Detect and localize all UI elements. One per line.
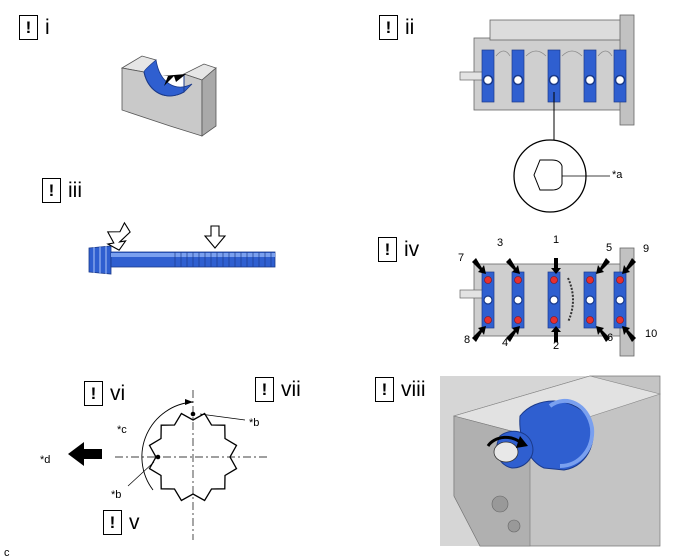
cylinder-block-perspective-view bbox=[440, 375, 662, 547]
order-label-2: 2 bbox=[553, 340, 560, 352]
step-viii-label: viii bbox=[401, 378, 426, 401]
order-label-8: 8 bbox=[464, 334, 471, 346]
bolt-head-angle-diagram bbox=[68, 390, 268, 540]
order-label-4: 4 bbox=[502, 337, 509, 349]
step-viii: ! viii bbox=[375, 377, 426, 402]
direction-arrow-icon bbox=[68, 442, 102, 466]
caution-icon: ! bbox=[84, 381, 103, 406]
step-v: ! v bbox=[103, 510, 140, 535]
step-ii: ! ii bbox=[379, 15, 414, 40]
caution-icon: ! bbox=[42, 178, 61, 203]
figure-code: c bbox=[4, 547, 10, 559]
step-vi: ! vi bbox=[84, 381, 125, 406]
step-iii: ! iii bbox=[42, 178, 82, 203]
step-i-label: i bbox=[45, 16, 50, 39]
bearing-cap-illustration bbox=[120, 55, 217, 137]
step-iii-label: iii bbox=[68, 179, 82, 202]
order-label-5: 5 bbox=[606, 242, 613, 254]
order-label-3: 3 bbox=[497, 237, 504, 249]
caution-icon: ! bbox=[379, 15, 398, 40]
caution-icon: ! bbox=[19, 15, 38, 40]
callout-d: *d bbox=[40, 454, 51, 466]
step-vi-label: vi bbox=[110, 382, 126, 405]
bolt-tightening-order-view bbox=[459, 247, 636, 357]
step-ii-label: ii bbox=[405, 16, 415, 39]
order-label-9: 9 bbox=[643, 243, 650, 255]
caution-icon: ! bbox=[375, 377, 394, 402]
callout-c: *c bbox=[117, 424, 127, 436]
step-vii: ! vii bbox=[255, 377, 301, 402]
bolt-illustration bbox=[88, 221, 276, 275]
step-i: ! i bbox=[19, 15, 50, 40]
cylinder-block-top-view bbox=[459, 14, 635, 144]
order-label-7: 7 bbox=[458, 252, 465, 264]
callout-b-upper: *b bbox=[249, 417, 260, 429]
callout-b-lower: *b bbox=[111, 489, 122, 501]
step-v-label: v bbox=[129, 511, 140, 534]
caution-icon: ! bbox=[378, 237, 397, 262]
magnified-detail-circle bbox=[513, 139, 610, 213]
order-label-1: 1 bbox=[553, 234, 560, 246]
caution-icon: ! bbox=[103, 510, 122, 535]
order-label-10: 10 bbox=[645, 328, 658, 340]
step-iv-label: iv bbox=[404, 238, 420, 261]
step-iv: ! iv bbox=[378, 237, 419, 262]
caution-icon: ! bbox=[255, 377, 274, 402]
step-vii-label: vii bbox=[281, 378, 301, 401]
twelve-point-bolt-head bbox=[148, 412, 238, 502]
callout-a: *a bbox=[612, 169, 623, 181]
order-label-6: 6 bbox=[607, 332, 614, 344]
